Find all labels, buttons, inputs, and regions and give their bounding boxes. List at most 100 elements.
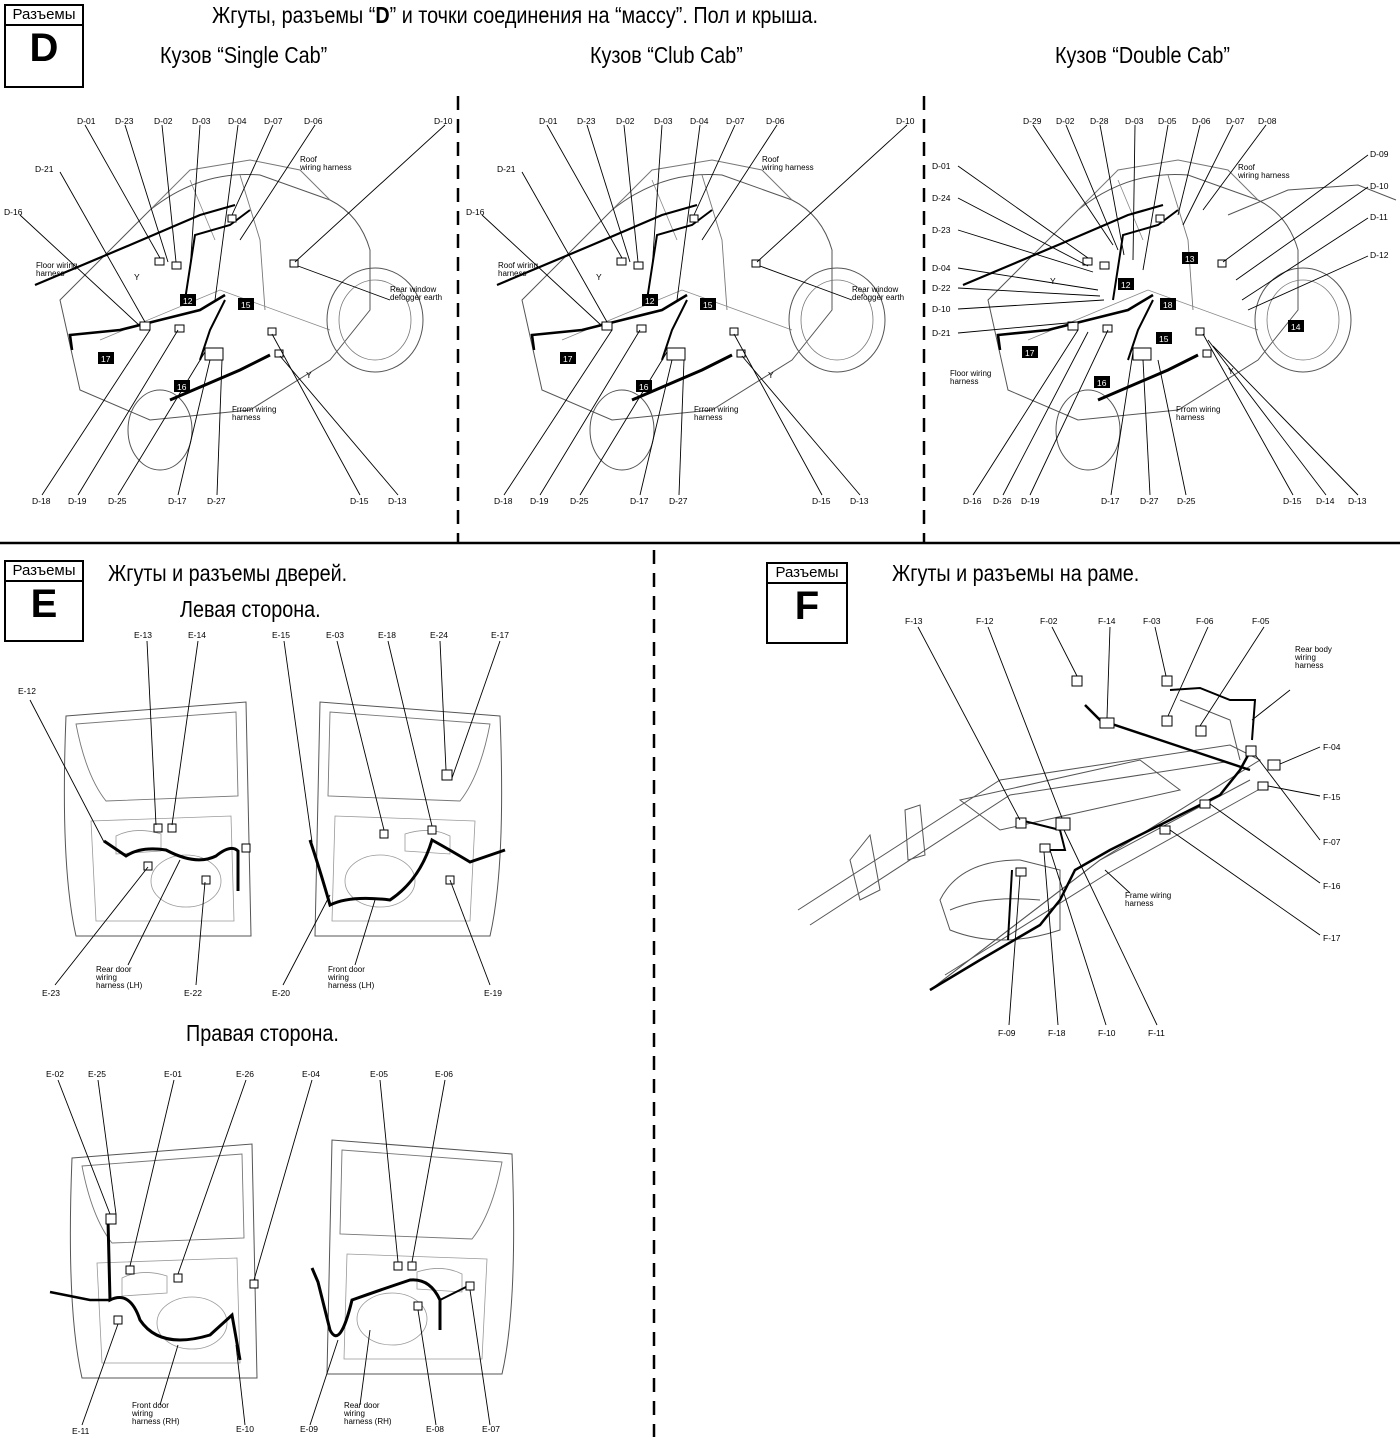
connector-label: D-21 [497,164,516,174]
connector-label: E-23 [42,988,60,998]
connector-label: D-10 [434,116,453,126]
ground-mark: 14 [1291,322,1301,332]
connector-label: F-11 [1148,1028,1165,1038]
single-cab-bottom-labels: D-18 D-19 D-25 D-17 D-27 D-15 D-13 [32,496,407,506]
frame-harness [929,675,1281,992]
connector-label: D-19 [1021,496,1040,506]
connector-label: D-10 [1370,181,1389,191]
connector-label: D-11 [1370,212,1388,222]
connector-label: D-07 [726,116,745,126]
section-d-title: Жгуты, разъемы “D” и точки соединения на… [212,2,818,28]
connector-label: D-17 [168,496,187,506]
double-cab-body-drawing [961,158,1353,472]
connector-label: F-07 [1323,837,1341,847]
connector-label: D-02 [616,116,635,126]
connector-label: D-10 [932,304,951,314]
connector-label: D-12 [1370,250,1389,260]
ground-mark: Y [596,272,602,282]
door-right-front [69,1143,258,1379]
connector-label: E-19 [484,988,502,998]
door-left-rear-leaders [29,640,206,986]
connector-label: D-24 [932,193,951,203]
view-double-cab: D-29 D-02 D-28 D-03 D-05 D-06 D-07 D-08 … [932,116,1397,506]
connector-label: F-13 [905,616,923,626]
door-left-front-labels: E-15 E-03 E-18 E-24 E-17 E-20 E-19 Front… [272,630,509,998]
connector-label: D-26 [993,496,1012,506]
connector-label: D-05 [1158,116,1177,126]
connector-label: D-17 [630,496,649,506]
door-drawing [69,1143,258,1379]
connector-label: D-15 [350,496,369,506]
connector-label: D-25 [1177,496,1196,506]
connector-label: D-02 [154,116,173,126]
connector-label: D-21 [932,328,951,338]
door-right-rear-leaders [309,1079,491,1426]
connector-label: D-13 [850,496,869,506]
section-e-title: Жгуты и разъемы дверей. [108,560,348,586]
connector-label: D-09 [1370,149,1389,159]
connector-label: F-09 [998,1028,1016,1038]
connector-label: D-13 [1348,496,1367,506]
double-cab-bottom-labels: D-16 D-26 D-19 D-17 D-27 D-25 D-15 D-14 … [963,496,1367,506]
connector-label: D-02 [1056,116,1075,126]
double-cab-leaders [957,124,1369,496]
connector-label: D-04 [932,263,951,273]
club-cab-bottom-labels: D-18 D-19 D-25 D-17 D-27 D-15 D-13 [494,496,869,506]
connector-label: D-04 [228,116,247,126]
door-drawing [326,1139,515,1375]
connector-label: D-13 [388,496,407,506]
connector-label: E-02 [46,1069,64,1079]
ground-mark: 12 [645,296,655,306]
connector-label: E-10 [236,1424,254,1434]
section-f-badge: Разъемы F [766,562,848,644]
connector-label: D-21 [35,164,54,174]
connector-label: D-06 [766,116,785,126]
connector-label: E-26 [236,1069,254,1079]
connector-label: F-18 [1048,1028,1066,1038]
connector-label: F-04 [1323,742,1341,752]
section-d-badge: Разъемы D [4,4,84,88]
single-cab-leaders [19,124,446,496]
connector-label: E-15 [272,630,290,640]
left-side-caption: Левая сторона. [180,596,321,622]
connector-label: D-18 [494,496,513,506]
connector-label: D-19 [68,496,87,506]
right-side-caption: Правая сторона. [186,1020,339,1046]
connector-label: D-25 [108,496,127,506]
view-single-cab: D-01 D-23 D-02 D-03 D-04 D-07 D-06 D-10 … [4,116,453,506]
section-f-badge-letter: F [794,584,820,628]
ground-mark: Y [1050,276,1056,286]
ground-mark: Y [1228,366,1234,376]
section-d-badge-word: Разъемы [6,6,82,26]
connector-label: E-06 [435,1069,453,1079]
section-e-badge: Разъемы E [4,560,84,642]
door-left-front-wiring [308,769,506,908]
connector-label: D-18 [32,496,51,506]
connector-label: F-10 [1098,1028,1116,1038]
door-right-front-labels: E-02 E-25 E-01 E-26 E-04 E-11 E-10 Front… [46,1069,320,1436]
double-cab-top-labels: D-29 D-02 D-28 D-03 D-05 D-06 D-07 D-08 [1023,116,1277,126]
connector-label: D-23 [577,116,596,126]
connector-label: E-14 [188,630,206,640]
connector-label: D-15 [812,496,831,506]
door-right-rear [326,1139,515,1375]
connector-label: D-16 [4,207,23,217]
ground-mark: 17 [101,354,111,364]
view-club-cab-caption: Кузов “Club Cab” [590,42,743,68]
connector-label: D-07 [264,116,283,126]
door-right-front-wiring [49,1213,259,1361]
connector-label: F-12 [976,616,994,626]
connector-label: D-29 [1023,116,1042,126]
club-cab-leaders [481,124,908,496]
